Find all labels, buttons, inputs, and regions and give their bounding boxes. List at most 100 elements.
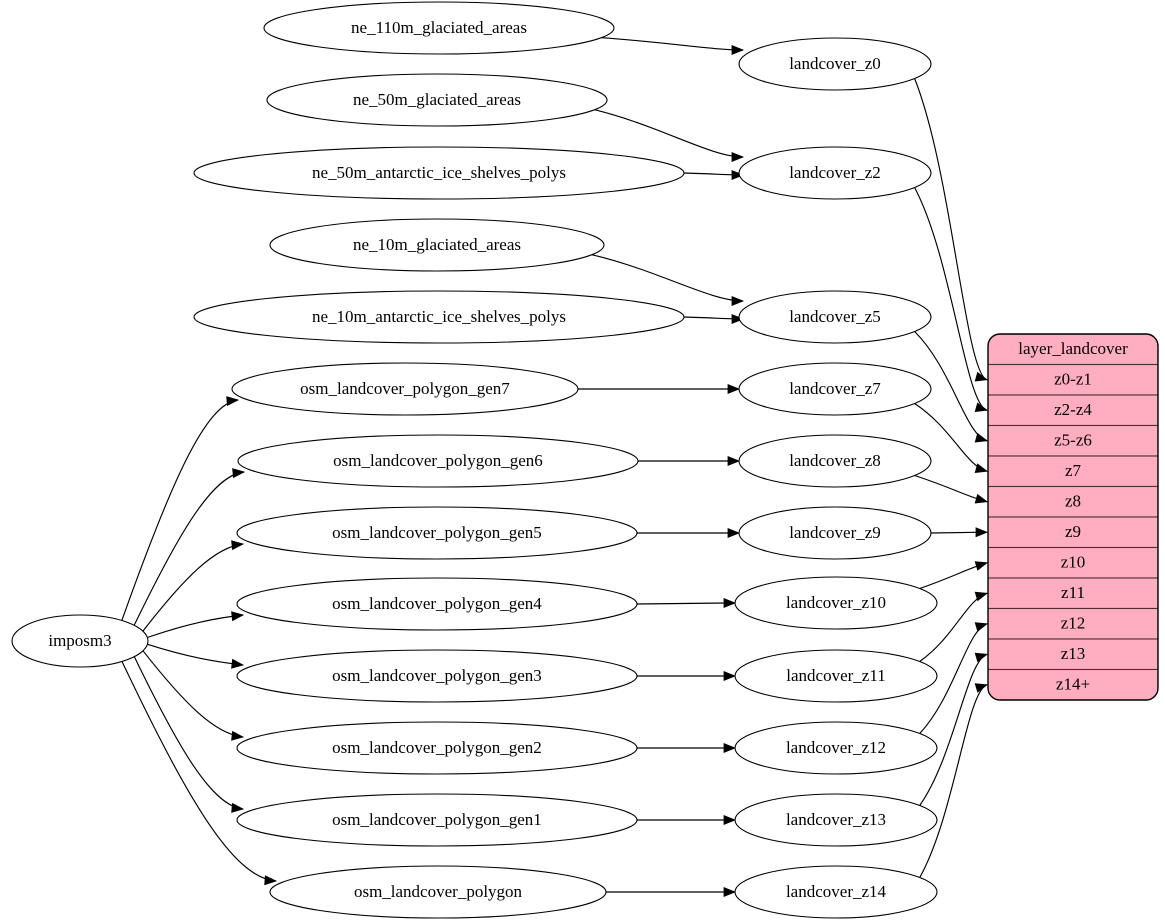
table-row-label: z14+: [1056, 675, 1090, 694]
node-label: landcover_z11: [786, 666, 885, 685]
node-ellipse: [734, 865, 938, 919]
node-ellipse: [738, 362, 932, 416]
node-label: osm_landcover_polygon_gen7: [300, 379, 510, 398]
edge-arrowhead: [723, 887, 737, 897]
edge-arrowhead: [731, 152, 745, 162]
table-row-z2-z4[interactable]: [988, 394, 1158, 427]
node-label: osm_landcover_polygon_gen2: [332, 738, 542, 757]
edge-ne_50m_glaciated_areas-to-landcover_z2: [594, 109, 744, 158]
edge-landcover_z13-to-table: [919, 653, 988, 806]
node-ellipse: [738, 37, 932, 91]
node-label: ne_50m_glaciated_areas: [353, 90, 521, 109]
edge-arrowhead: [231, 730, 245, 741]
table-row-label: z0-z1: [1054, 370, 1092, 389]
node-osm_landcover_polygon[interactable]: osm_landcover_polygon: [269, 865, 607, 919]
node-ellipse: [734, 721, 938, 775]
node-osm_landcover_polygon_gen3[interactable]: osm_landcover_polygon_gen3: [236, 649, 638, 703]
node-landcover_z2[interactable]: landcover_z2: [738, 146, 932, 200]
node-ellipse: [738, 434, 932, 488]
node-label: landcover_z0: [789, 54, 881, 73]
table-row-label: z10: [1061, 553, 1086, 572]
edge-arrowhead: [731, 296, 745, 306]
node-landcover_z12[interactable]: landcover_z12: [734, 721, 938, 775]
table-row-label: z13: [1061, 644, 1086, 663]
node-label: osm_landcover_polygon_gen6: [333, 451, 543, 470]
node-ne_10m_glaciated_areas[interactable]: ne_10m_glaciated_areas: [269, 218, 605, 272]
table-row-z12[interactable]: [988, 607, 1158, 640]
node-landcover_z8[interactable]: landcover_z8: [738, 434, 932, 488]
node-landcover_z13[interactable]: landcover_z13: [734, 793, 938, 847]
edge-arrowhead: [974, 493, 989, 504]
table-row-label: z2-z4: [1054, 400, 1092, 419]
node-osm_landcover_polygon_gen5[interactable]: osm_landcover_polygon_gen5: [236, 506, 638, 560]
node-label: osm_landcover_polygon: [354, 882, 523, 901]
node-osm_landcover_polygon_gen2[interactable]: osm_landcover_polygon_gen2: [236, 721, 638, 775]
table-row-label: z5-z6: [1054, 431, 1092, 450]
table-row-label: z8: [1065, 492, 1081, 511]
edge-arrowhead: [974, 683, 989, 693]
node-label: osm_landcover_polygon_gen4: [332, 594, 542, 613]
table-row-z0-z1[interactable]: [988, 363, 1158, 396]
edge-imposm3-to-osm_landcover_polygon: [121, 661, 277, 882]
edge-arrowhead: [974, 463, 989, 474]
node-osm_landcover_polygon_gen6[interactable]: osm_landcover_polygon_gen6: [237, 434, 639, 488]
node-landcover_z5[interactable]: landcover_z5: [738, 290, 932, 344]
node-label: ne_10m_glaciated_areas: [353, 235, 521, 254]
node-label: landcover_z2: [789, 163, 881, 182]
table-row-z10[interactable]: [988, 546, 1158, 579]
node-label: landcover_z13: [786, 810, 886, 829]
node-ne_10m_antarctic_ice_shelves_polys[interactable]: ne_10m_antarctic_ice_shelves_polys: [193, 290, 685, 344]
edge-arrowhead: [727, 384, 741, 394]
node-label: ne_50m_antarctic_ice_shelves_polys: [312, 163, 566, 182]
edge-arrowhead: [727, 456, 741, 466]
node-ellipse: [734, 576, 938, 630]
node-imposm3[interactable]: imposm3: [11, 614, 149, 668]
node-landcover_z7[interactable]: landcover_z7: [738, 362, 932, 416]
edge-arrowhead: [731, 314, 745, 324]
edge-imposm3-to-osm_landcover_polygon_gen3: [147, 643, 244, 666]
node-ellipse: [236, 793, 638, 847]
node-ellipse: [236, 649, 638, 703]
table-rows: layer_landcoverz0-z1z2-z4z5-z6z7z8z9z10z…: [988, 334, 1158, 700]
node-landcover_z10[interactable]: landcover_z10: [734, 576, 938, 630]
table-row-z11[interactable]: [988, 577, 1158, 610]
layer-landcover-table: layer_landcoverz0-z1z2-z4z5-z6z7z8z9z10z…: [987, 333, 1159, 701]
node-ellipse: [738, 506, 932, 560]
node-ellipse: [231, 362, 579, 416]
node-ellipse: [236, 577, 638, 631]
node-label: osm_landcover_polygon_gen1: [332, 810, 542, 829]
node-label: landcover_z14: [786, 882, 887, 901]
node-landcover_z0[interactable]: landcover_z0: [738, 37, 932, 91]
edge-arrowhead: [974, 561, 989, 571]
edge-landcover_z2-to-table: [914, 187, 988, 411]
edge-arrowhead: [231, 658, 245, 669]
edge-arrowhead: [974, 652, 989, 663]
node-ne_50m_glaciated_areas[interactable]: ne_50m_glaciated_areas: [266, 73, 608, 127]
node-osm_landcover_polygon_gen1[interactable]: osm_landcover_polygon_gen1: [236, 793, 638, 847]
node-ellipse: [237, 434, 639, 488]
table-row-z5-z6[interactable]: [988, 424, 1158, 457]
edge-imposm3-to-osm_landcover_polygon_gen4: [147, 614, 244, 639]
node-ellipse: [263, 1, 615, 55]
node-ne_110m_glaciated_areas[interactable]: ne_110m_glaciated_areas: [263, 1, 615, 55]
node-landcover_z9[interactable]: landcover_z9: [738, 506, 932, 560]
table-row-z14+[interactable]: [988, 668, 1158, 701]
edge-imposm3-to-osm_landcover_polygon_gen7: [121, 399, 239, 621]
node-label: ne_110m_glaciated_areas: [351, 18, 527, 37]
edge-imposm3-to-osm_landcover_polygon_gen5: [142, 543, 244, 632]
node-ne_50m_antarctic_ice_shelves_polys[interactable]: ne_50m_antarctic_ice_shelves_polys: [193, 146, 685, 200]
node-label: imposm3: [48, 631, 111, 650]
node-ellipse: [738, 290, 932, 344]
node-ellipse: [734, 649, 938, 703]
node-ellipse: [738, 146, 932, 200]
table-header-label: layer_landcover: [1018, 339, 1128, 358]
node-ellipse: [269, 218, 605, 272]
node-ellipse: [11, 614, 149, 668]
node-landcover_z14[interactable]: landcover_z14: [734, 865, 938, 919]
node-label: ne_10m_antarctic_ice_shelves_polys: [312, 307, 566, 326]
node-osm_landcover_polygon_gen4[interactable]: osm_landcover_polygon_gen4: [236, 577, 638, 631]
node-landcover_z11[interactable]: landcover_z11: [734, 649, 938, 703]
edge-arrowhead: [231, 611, 245, 622]
node-osm_landcover_polygon_gen7[interactable]: osm_landcover_polygon_gen7: [231, 362, 579, 416]
